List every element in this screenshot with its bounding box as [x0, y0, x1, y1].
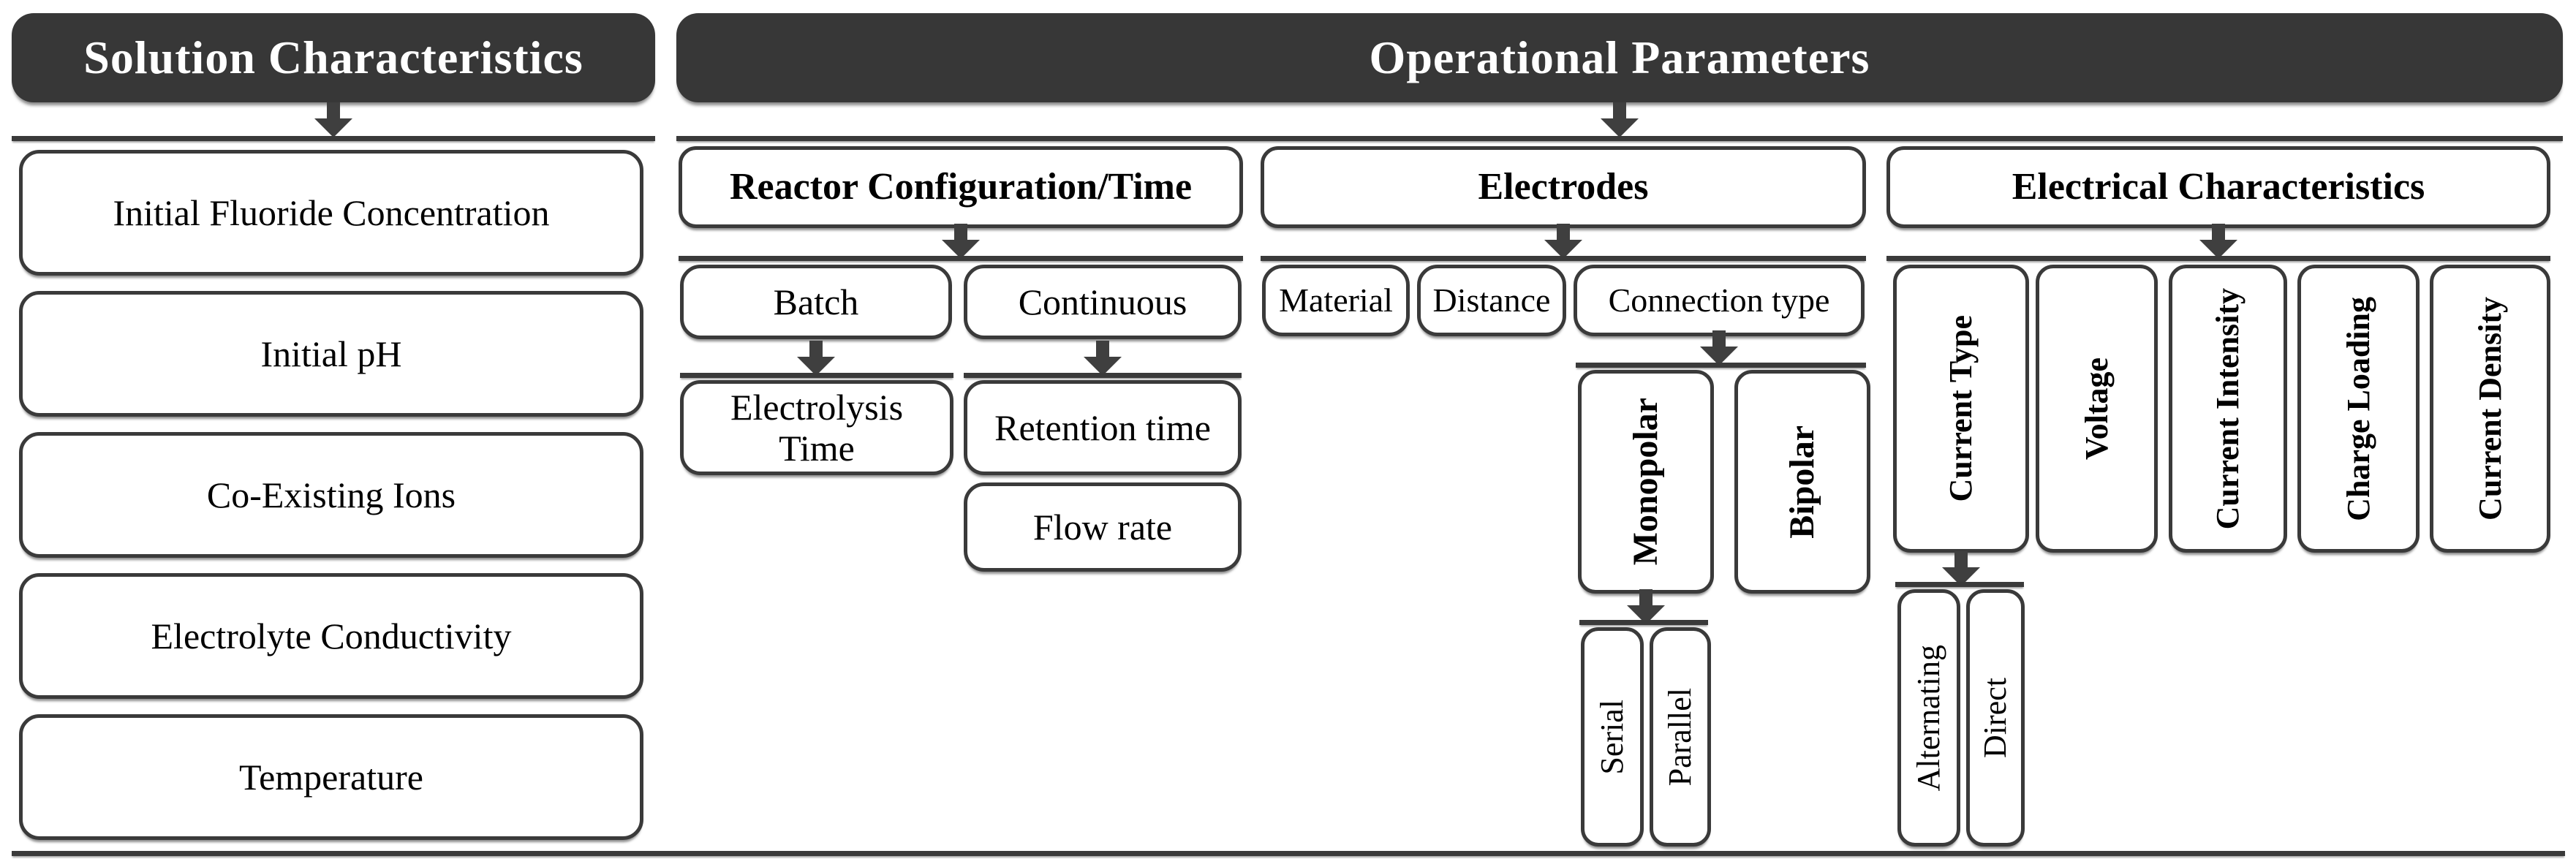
node-voltage-label: Voltage	[2078, 357, 2115, 461]
node-direct-label: Direct	[1977, 678, 2014, 758]
node-bipolar-label: Bipolar	[1783, 425, 1822, 539]
node-material: Material	[1262, 265, 1410, 336]
connector-line	[1261, 256, 1866, 261]
node-temperature: Temperature	[19, 714, 643, 840]
node-serial-label: Serial	[1594, 699, 1631, 775]
arrow-down-icon	[1544, 224, 1582, 259]
connector-line	[1579, 620, 1708, 625]
node-monopolar-label: Monopolar	[1626, 398, 1666, 566]
node-parallel: Parallel	[1650, 627, 1711, 847]
node-monopolar: Monopolar	[1578, 370, 1714, 594]
node-serial: Serial	[1581, 627, 1644, 847]
connector-line	[679, 256, 1243, 261]
node-batch: Batch	[680, 265, 952, 339]
node-bipolar: Bipolar	[1734, 370, 1870, 594]
arrow-down-icon	[797, 341, 835, 376]
connector-line	[676, 136, 2563, 141]
node-electrolyte-conductivity: Electrolyte Conductivity	[19, 573, 643, 699]
arrow-down-icon	[1627, 589, 1665, 624]
node-direct: Direct	[1966, 589, 2025, 847]
section-header-reactor-configuration-time: Reactor Configuration/Time	[679, 146, 1243, 228]
connector-line	[1576, 363, 1866, 368]
bottom-line	[12, 851, 2565, 856]
node-distance: Distance	[1417, 265, 1566, 336]
arrow-down-icon	[1700, 330, 1738, 366]
node-connection-type: Connection type	[1574, 265, 1865, 336]
node-alternating: Alternating	[1897, 589, 1960, 847]
node-current-type-label: Current Type	[1943, 315, 1979, 502]
node-voltage: Voltage	[2036, 265, 2158, 553]
node-initial-ph: Initial pH	[19, 291, 643, 417]
connector-line	[1895, 582, 2024, 587]
arrow-down-icon	[1942, 551, 1980, 586]
node-flow-rate: Flow rate	[964, 482, 1242, 572]
arrow-down-icon	[2199, 224, 2237, 259]
solution-characteristics-header: Solution Characteristics	[12, 13, 655, 102]
operational-parameters-header: Operational Parameters	[676, 13, 2563, 102]
node-initial-fluoride-concentration: Initial Fluoride Concentration	[19, 150, 643, 276]
connector-line	[680, 373, 953, 378]
node-continuous: Continuous	[964, 265, 1242, 339]
arrow-down-icon	[1601, 102, 1639, 137]
node-current-intensity: Current Intensity	[2169, 265, 2287, 553]
node-co-existing-ions: Co-Existing Ions	[19, 432, 643, 558]
node-current-type: Current Type	[1893, 265, 2029, 553]
node-current-density-label: Current Density	[2471, 297, 2508, 520]
section-header-electrodes: Electrodes	[1261, 146, 1866, 228]
node-alternating-label: Alternating	[1911, 644, 1947, 792]
node-parallel-label: Parallel	[1662, 687, 1699, 787]
connector-line	[964, 373, 1242, 378]
node-electrolysis-time: Electrolysis Time	[680, 380, 953, 475]
node-current-density: Current Density	[2430, 265, 2550, 553]
section-header-electrical-characteristics: Electrical Characteristics	[1886, 146, 2550, 228]
node-retention-time: Retention time	[964, 380, 1242, 475]
node-charge-loading-label: Charge Loading	[2340, 296, 2376, 521]
node-current-intensity-label: Current Intensity	[2210, 287, 2246, 530]
node-charge-loading: Charge Loading	[2297, 265, 2420, 553]
arrow-down-icon	[1084, 341, 1122, 376]
arrow-down-icon	[314, 102, 352, 137]
connector-line	[12, 136, 655, 141]
arrow-down-icon	[942, 224, 980, 259]
connector-line	[1886, 256, 2550, 261]
